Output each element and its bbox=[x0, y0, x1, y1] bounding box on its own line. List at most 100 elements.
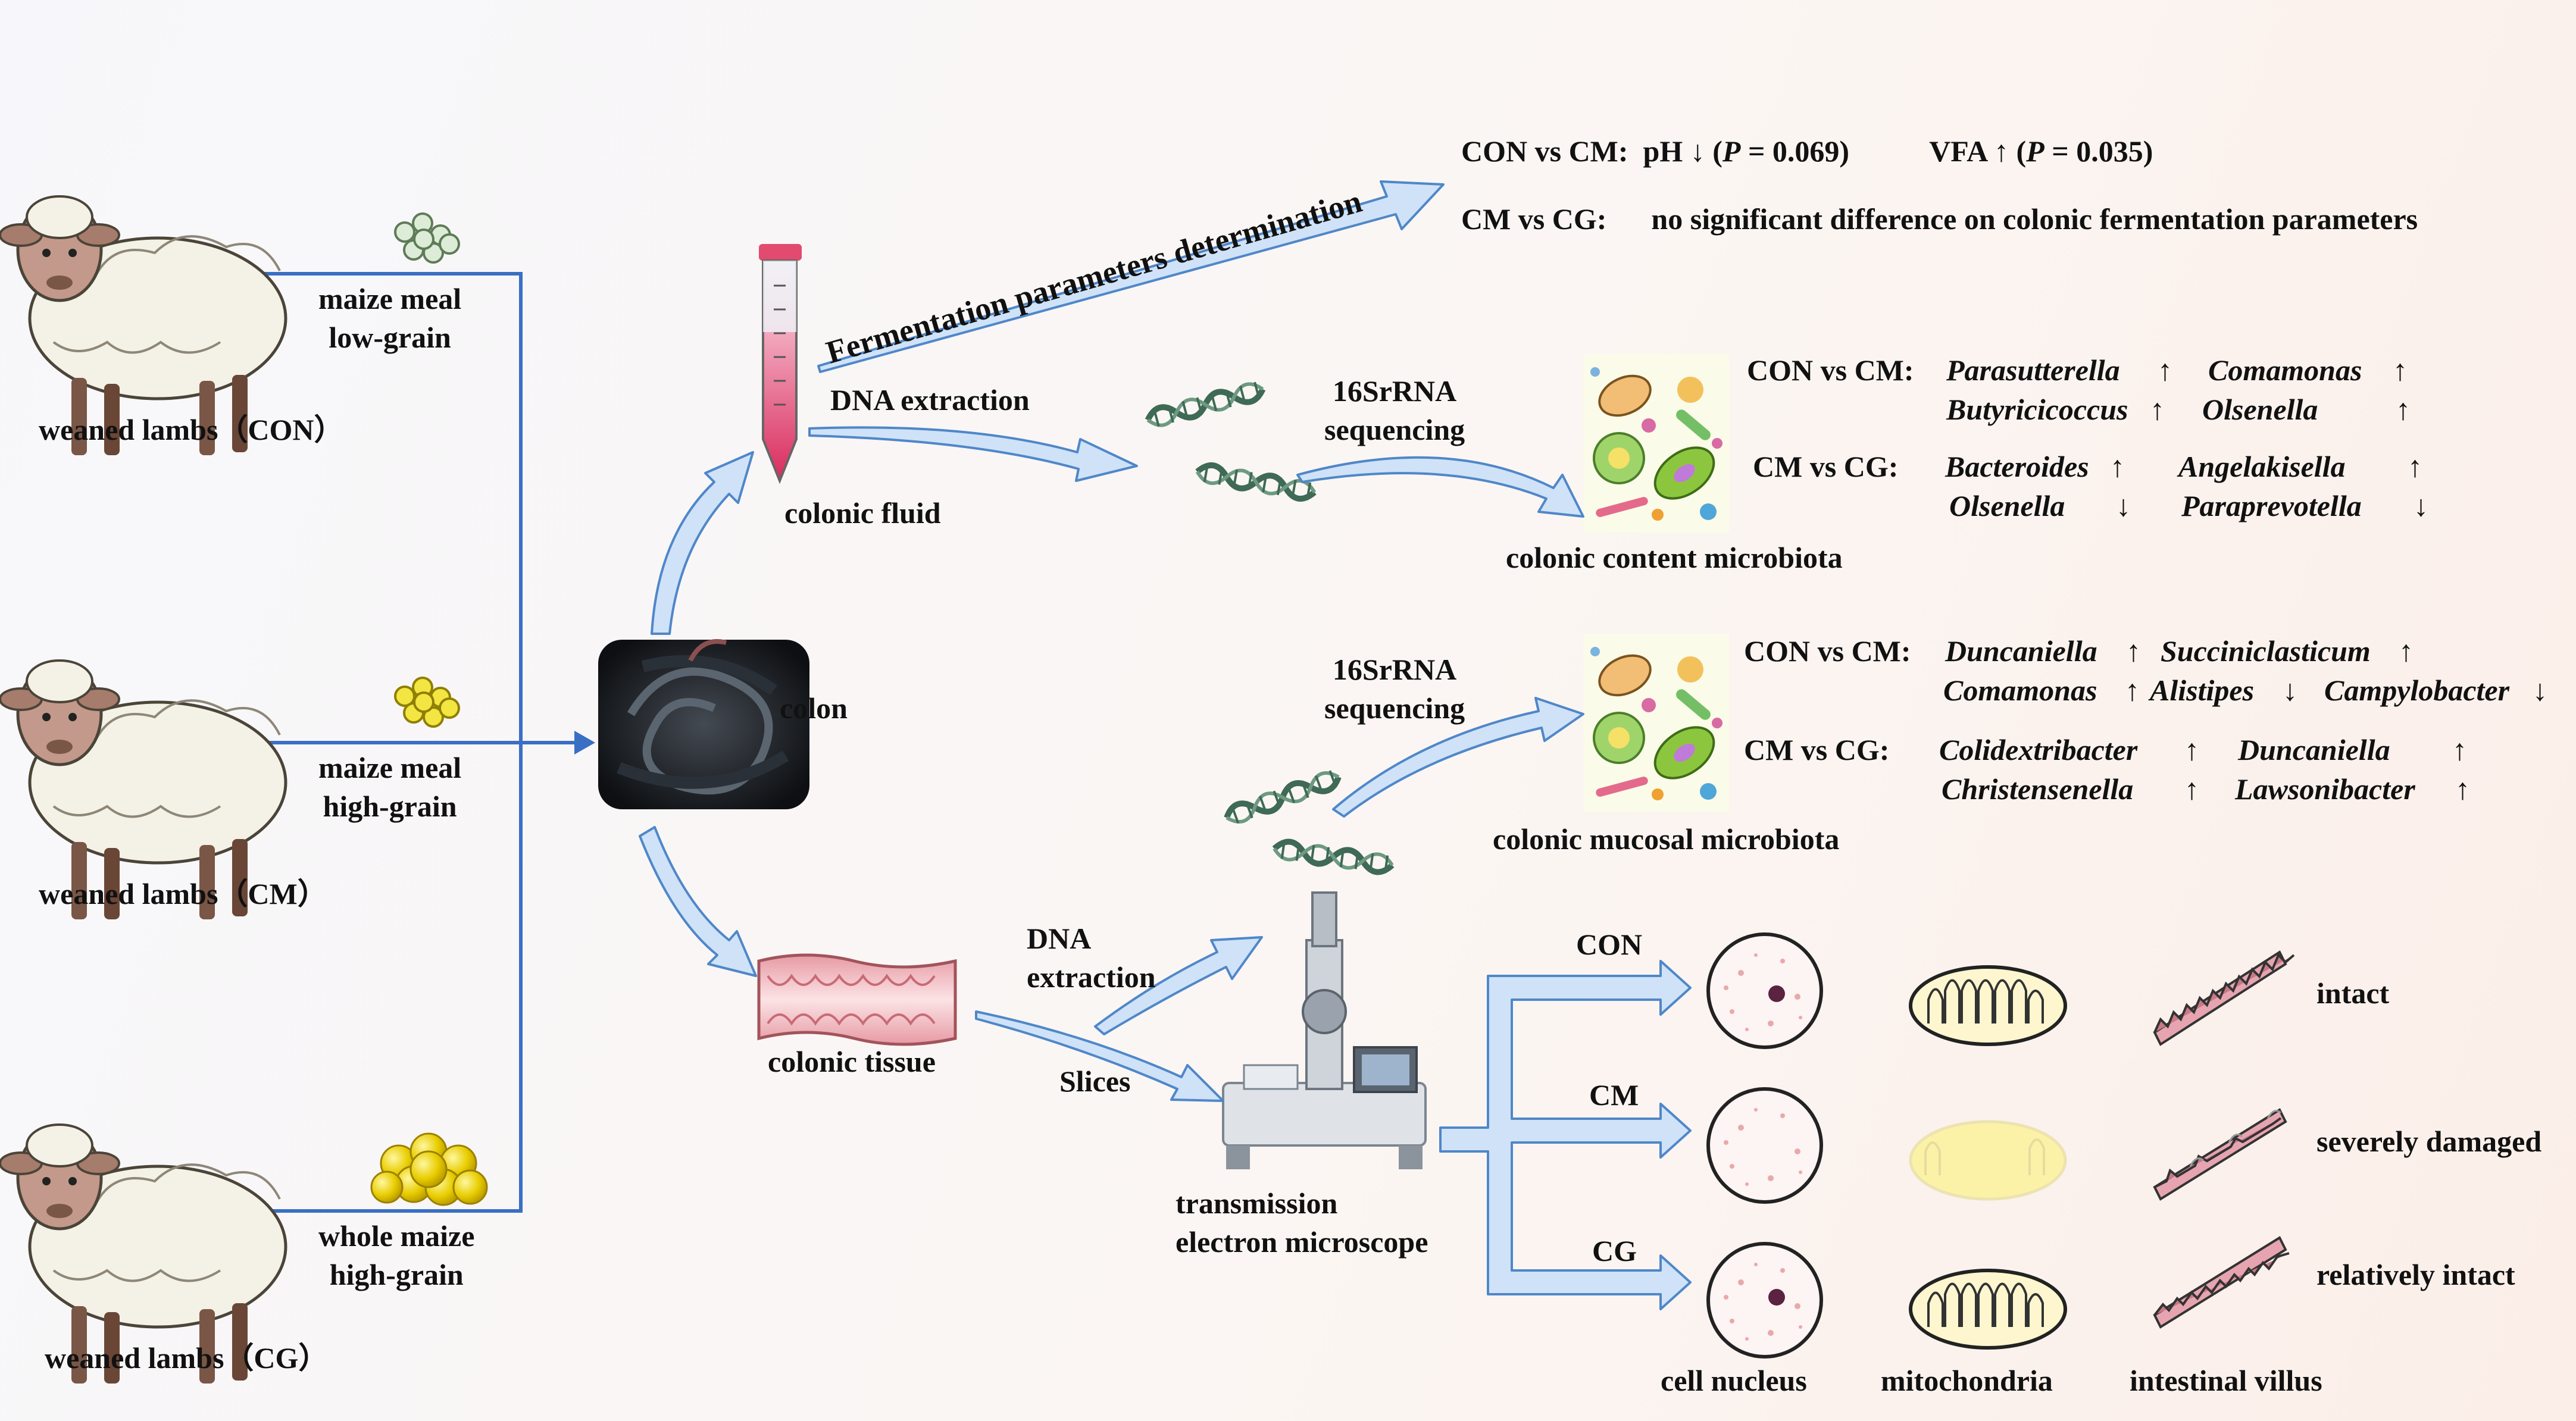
dna-helix-tissue-2 bbox=[1273, 840, 1393, 874]
change-arrow: ↑ bbox=[2399, 634, 2414, 668]
tem-group-con: CON bbox=[1576, 928, 1643, 961]
fermentation-result-row2: CM vs CG: no significant difference on c… bbox=[1461, 202, 2418, 236]
change-arrow: ↑ bbox=[2126, 634, 2141, 668]
change-arrow: ↑ bbox=[2150, 393, 2165, 426]
tem-column-nucleus: cell nucleus bbox=[1661, 1364, 1807, 1397]
feed-label-cg: whole maize high-grain bbox=[318, 1219, 475, 1291]
taxon-item: Olsenella bbox=[1949, 489, 2065, 522]
taxon-item: Christensenella bbox=[1942, 772, 2134, 806]
villus-cg bbox=[2153, 1236, 2290, 1329]
taxon-item: Alistipes bbox=[2150, 674, 2255, 707]
taxon-item: Paraprevotella bbox=[2181, 489, 2362, 522]
sequencing-label-content: 16SrRNA sequencing bbox=[1324, 374, 1465, 446]
nucleolus-cg bbox=[1768, 1289, 1785, 1306]
feed-pellets-cm bbox=[394, 677, 460, 728]
change-arrow: ↑ bbox=[2158, 353, 2172, 387]
nucleus-cm bbox=[1708, 1089, 1821, 1202]
villus-status-cg: relatively intact bbox=[2316, 1258, 2515, 1291]
feed-label-con: maize meal low-grain bbox=[318, 282, 462, 354]
villus-status-cm: severely damaged bbox=[2316, 1125, 2542, 1158]
taxon-item: Comamonas bbox=[2208, 353, 2362, 387]
taxon-item: Colidextribacter bbox=[1939, 733, 2138, 766]
electron-microscope-image bbox=[1222, 891, 1427, 1169]
test-tube bbox=[759, 244, 802, 484]
colonic-tissue bbox=[757, 953, 957, 1046]
taxon-item: Parasutterella bbox=[1946, 353, 2120, 387]
mucosal-microbiota-label: colonic mucosal microbiota bbox=[1493, 822, 1840, 856]
colonic-fluid-label: colonic fluid bbox=[784, 496, 941, 530]
sequencing-label-mucosal: 16SrRNA sequencing bbox=[1324, 653, 1465, 725]
change-arrow: ↑ bbox=[2110, 450, 2125, 483]
arrow-tem-branch bbox=[1439, 960, 1692, 1310]
mucosal-con-vs-cm: CON vs CM: bbox=[1744, 634, 1911, 668]
feed-corn-cg bbox=[370, 1132, 488, 1206]
mucosal-cm-vs-cg: CM vs CG: bbox=[1744, 733, 1890, 766]
villus-cm bbox=[2153, 1108, 2287, 1201]
tem-group-cm: CM bbox=[1589, 1078, 1639, 1112]
mitochondria-con bbox=[1911, 967, 2065, 1044]
taxon-item: Campylobacter bbox=[2324, 674, 2510, 707]
fermentation-result-row1: CON vs CM: pH ↓ (P = 0.069) VFA ↑ (P = 0… bbox=[1461, 134, 2153, 168]
arrow-dna-tissue bbox=[1094, 936, 1263, 1035]
group-label-cg: weaned lambs（CG） bbox=[45, 1341, 329, 1375]
tem-group-cg: CG bbox=[1592, 1234, 1637, 1267]
change-arrow: ↓ bbox=[2283, 674, 2297, 707]
slices-label: Slices bbox=[1059, 1065, 1131, 1098]
change-arrow: ↓ bbox=[2116, 489, 2131, 522]
group-label-cm: weaned lambs（CM） bbox=[39, 877, 327, 910]
villus-status-con: intact bbox=[2316, 976, 2390, 1010]
taxon-item: Succiniclasticum bbox=[2161, 634, 2371, 668]
change-arrow: ↓ bbox=[2533, 674, 2547, 707]
change-arrow: ↑ bbox=[2452, 733, 2467, 766]
taxon-item: Olsenella bbox=[2202, 393, 2318, 426]
arrow-slices bbox=[975, 1010, 1224, 1102]
connector-lines bbox=[262, 272, 589, 1213]
tem-label: transmission electron microscope bbox=[1176, 1187, 1428, 1259]
mitochondria-cm bbox=[1909, 1120, 2067, 1201]
dna-extraction-tissue-label: DNA extraction bbox=[1027, 922, 1156, 994]
content-con-vs-cm: CON vs CM: bbox=[1747, 353, 1914, 387]
nucleus-cg bbox=[1708, 1244, 1821, 1357]
taxon-item: Duncaniella bbox=[1945, 634, 2097, 668]
content-cm-vs-cg: CM vs CG: bbox=[1753, 450, 1899, 483]
change-arrow: ↑ bbox=[2393, 353, 2408, 387]
villus-con bbox=[2153, 950, 2295, 1046]
taxon-item: Angelakisella bbox=[2178, 450, 2346, 483]
flow-arrows bbox=[639, 180, 1692, 1310]
tem-column-mitochondria: mitochondria bbox=[1881, 1364, 2053, 1397]
taxon-item: Comamonas bbox=[1943, 674, 2097, 707]
group-label-con: weaned lambs（CON） bbox=[39, 413, 344, 446]
tem-column-villus: intestinal villus bbox=[2130, 1364, 2322, 1397]
dna-helix-fluid-1 bbox=[1146, 381, 1265, 429]
feed-pellets-con bbox=[394, 212, 460, 264]
arrow-fermentation bbox=[817, 180, 1445, 373]
nucleus-con bbox=[1708, 934, 1821, 1047]
bacteria-mucosal-image bbox=[1582, 633, 1730, 813]
change-arrow: ↑ bbox=[2455, 772, 2470, 806]
taxon-item: Bacteroides bbox=[1945, 450, 2089, 483]
nucleolus-con bbox=[1768, 985, 1785, 1002]
content-microbiota-label: colonic content microbiota bbox=[1506, 541, 1843, 574]
taxon-item: Butyricicoccus bbox=[1946, 393, 2128, 426]
colon-photo bbox=[598, 639, 809, 809]
colon-label: colon bbox=[780, 691, 848, 725]
connector-arrowhead bbox=[574, 731, 595, 755]
change-arrow: ↑ bbox=[2125, 674, 2140, 707]
arrow-dna-extraction-fluid bbox=[808, 426, 1138, 482]
change-arrow: ↑ bbox=[2184, 772, 2199, 806]
taxon-item: Duncaniella bbox=[2238, 733, 2390, 766]
arrow-colon-to-fluid bbox=[651, 451, 754, 635]
taxon-item: Lawsonibacter bbox=[2235, 772, 2415, 806]
bacteria-content-image bbox=[1582, 353, 1730, 534]
change-arrow: ↑ bbox=[2184, 733, 2199, 766]
arrow-sequencing-mucosal bbox=[1332, 697, 1584, 818]
dna-helix-tissue-1 bbox=[1224, 769, 1342, 827]
change-arrow: ↓ bbox=[2414, 489, 2428, 522]
feed-label-cm: maize meal high-grain bbox=[318, 751, 462, 823]
change-arrow: ↑ bbox=[2396, 393, 2411, 426]
dna-extraction-fluid-label: DNA extraction bbox=[830, 383, 1030, 417]
colonic-tissue-label: colonic tissue bbox=[768, 1045, 936, 1078]
change-arrow: ↑ bbox=[2408, 450, 2422, 483]
mitochondria-cg bbox=[1911, 1270, 2065, 1348]
